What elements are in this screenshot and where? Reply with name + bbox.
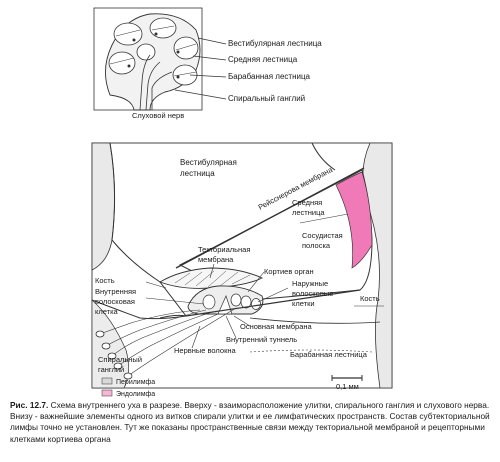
label-inner-hair-line3: клетка — [95, 307, 119, 316]
label-bone-right: Кость — [360, 294, 380, 303]
label-tectorial-line2: мембрана — [198, 255, 234, 264]
label-bone-left: Кость — [95, 276, 115, 285]
cochlea-overview-diagram: Вестибулярная лестница Средняя лестница … — [93, 7, 322, 120]
label-inner-tunnel: Внутренний туннель — [226, 335, 297, 344]
label-perilymph: Перилимфа — [116, 379, 155, 386]
cochlea-turn — [113, 22, 143, 46]
label-spiral-ganglion-line2: ганглий — [98, 365, 124, 374]
outer-hair-cell — [240, 295, 252, 309]
label-inner-hair-line2: волосковая — [95, 297, 135, 306]
outer-hair-cell — [230, 293, 242, 307]
auditory-nerve-fibers — [139, 54, 173, 111]
label-spiral-ganglion-top: Спиральный ганглий — [228, 94, 305, 103]
label-vestibular-scala-line1: Вестибулярная — [180, 158, 237, 167]
outer-hair-cell — [251, 298, 261, 310]
nerve-fibers — [99, 307, 237, 377]
label-middle-scala-top: Средняя лестница — [228, 55, 298, 64]
endolymph-swatch — [101, 389, 113, 397]
figure-caption: Рис. 12.7. Схема внутреннего уха в разре… — [10, 400, 492, 445]
label-outer-hair-line1: Наружные — [292, 279, 328, 288]
label-middle-scala-line2: лестница — [292, 208, 325, 217]
label-tympanic-scala-top: Барабанная лестница — [228, 72, 311, 81]
inner-ear-figure: Вестибулярная лестница Средняя лестница … — [91, 7, 393, 398]
cochlea-turn — [172, 64, 198, 86]
label-auditory-nerve: Слуховой нерв — [132, 111, 184, 120]
inner-hair-cell — [202, 294, 216, 310]
basilar-membrane — [185, 289, 361, 317]
label-spiral-ganglion-line1: Спиральный — [98, 355, 142, 364]
spiral-ganglion-cells — [95, 330, 133, 380]
cochlea-turn — [173, 36, 199, 60]
label-stria-line1: Сосудистая — [302, 231, 343, 240]
reissner-membrane — [175, 167, 365, 269]
label-vestibular-scala-line2: лестница — [180, 169, 215, 178]
perilymph-swatch — [101, 377, 113, 385]
caption-text: Схема внутреннего уха в разрезе. Вверху … — [10, 400, 490, 444]
label-tympanic-scala: Барабанная лестница — [290, 350, 368, 359]
label-nerve-fibers: Нервные волокна — [174, 346, 236, 355]
cochlear-duct-section-diagram: Вестибулярная лестница Рейсснерова мембр… — [91, 142, 393, 398]
stria-vascularis — [335, 171, 373, 269]
label-stria-line2: полоска — [302, 241, 331, 250]
label-organ-of-corti: Кортиев орган — [264, 267, 314, 276]
label-vestibular-scala-top: Вестибулярная лестница — [228, 39, 322, 48]
label-basilar-membrane: Основная мембрана — [240, 322, 313, 331]
label-outer-hair-line2: волосковые — [292, 289, 333, 298]
label-tectorial-line1: Текториальная — [198, 245, 250, 254]
cochlea-turn — [108, 51, 136, 75]
cochlea-turn — [136, 43, 156, 61]
caption-label: Рис. 12.7. — [10, 400, 49, 410]
label-scale: 0,1 мм — [336, 382, 359, 391]
label-endolymph: Эндолимфа — [116, 391, 155, 398]
label-inner-hair-line1: Внутренняя — [95, 287, 136, 296]
label-outer-hair-line3: клетки — [292, 299, 315, 308]
label-middle-scala-line1: Средняя — [292, 198, 322, 207]
